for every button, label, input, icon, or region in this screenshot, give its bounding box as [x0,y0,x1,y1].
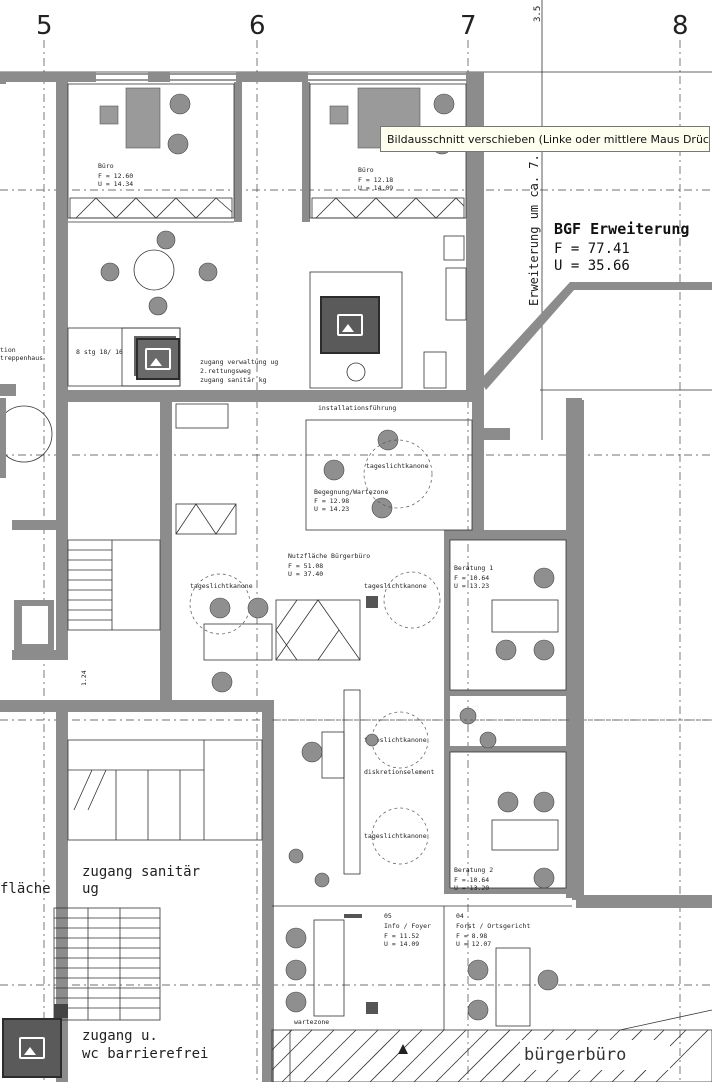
image-glyph-icon [337,314,363,336]
embedded-image-icon[interactable] [136,338,180,380]
embedded-image-icon[interactable] [2,1018,62,1078]
room-perimeter-begegnung: U = 14.23 [314,505,349,513]
room-area-beratung2: F = 10.64 [454,876,489,884]
label-zugang-u: zugang u. [82,1028,158,1044]
note-tageslicht-3: tageslichtkanone [364,582,427,590]
room-name-beratung2: Beratung 2 [454,866,493,874]
label-zugang-sanitaer: zugang sanitär [82,864,200,880]
room-name-beratung1: Beratung 1 [454,564,493,572]
room-perimeter-beratung1: U = 13.23 [454,582,489,590]
bgf-perimeter: U = 35.66 [554,258,630,274]
room-num-forst: 04 [456,912,464,920]
room-name-nutzflaeche: Nutzfläche Bürgerbüro [288,552,370,560]
room-perimeter-buero1: U = 14.34 [98,180,133,188]
label-wc-barrierefrei: wc barrierefrei [82,1046,208,1062]
pan-tooltip: Bildausschnitt verschieben (Linke oder m… [380,126,710,152]
label-ug: ug [82,881,99,897]
bgf-side-label: Erweiterung um ca. 7. [527,154,541,306]
grid-axis-8: 8 [672,11,689,41]
grid-axis-7: 7 [460,11,477,41]
room-perimeter-nutzflaeche: U = 37.40 [288,570,323,578]
note-diskretion: diskretionselement [364,768,435,776]
room-num-info: 05 [384,912,392,920]
room-area-beratung1: F = 10.64 [454,574,489,582]
note-tageslicht-1: tageslichtkanone [366,462,429,470]
dimension-top: 3.5 [533,6,543,22]
label-buergerbuero: bürgerbüro [524,1045,626,1065]
bgf-area: F = 77.41 [554,241,630,257]
note-tageslicht-2: tageslichtkanone [190,582,253,590]
room-area-forst: F = 8.98 [456,932,487,940]
image-glyph-icon [145,348,171,370]
note-tageslicht-4: tageslichtkanone [364,736,427,744]
stair-note: 8 stg 18/ 16 [76,348,123,356]
dimension-124: 1.24 [80,670,88,686]
image-glyph-icon [19,1037,45,1059]
grid-axis-5: 5 [36,11,53,41]
note-tageslicht-5: tageslichtkanone [364,832,427,840]
bgf-title: BGF Erweiterung [554,220,689,238]
room-name-info: Info / Foyer [384,922,431,930]
room-name-forst: Forst / Ortsgericht [456,922,530,930]
note-zugang-sanitaer-kg: zugang sanitär kg [200,376,267,384]
left-note-2: treppenhaus [0,354,43,362]
grid-axis-6: 6 [249,11,266,41]
label-flaeche: fläche [0,881,51,897]
room-area-nutzflaeche: F = 51.08 [288,562,323,570]
room-perimeter-beratung2: U = 13.20 [454,884,489,892]
room-area-buero2: F = 12.18 [358,176,393,184]
left-note-1: tion [0,346,16,354]
note-installation: installationsführung [318,404,396,412]
room-perimeter-buero2: U = 14.09 [358,184,393,192]
room-name-buero2: Büro [358,166,374,174]
note-rettungsweg: 2.rettungsweg [200,367,251,375]
room-area-begegnung: F = 12.98 [314,497,349,505]
room-name-begegnung: Begegnung/Wartezone [314,488,388,496]
room-area-info: F = 11.52 [384,932,419,940]
room-name-buero1: Büro [98,162,114,170]
room-perimeter-info: U = 14.09 [384,940,419,948]
room-perimeter-forst: U = 12.07 [456,940,491,948]
note-wartezone: wartezone [294,1018,329,1026]
embedded-image-icon[interactable] [320,296,380,354]
note-zugang-verwaltung: zugang verwaltung ug [200,358,278,366]
room-area-buero1: F = 12.60 [98,172,133,180]
